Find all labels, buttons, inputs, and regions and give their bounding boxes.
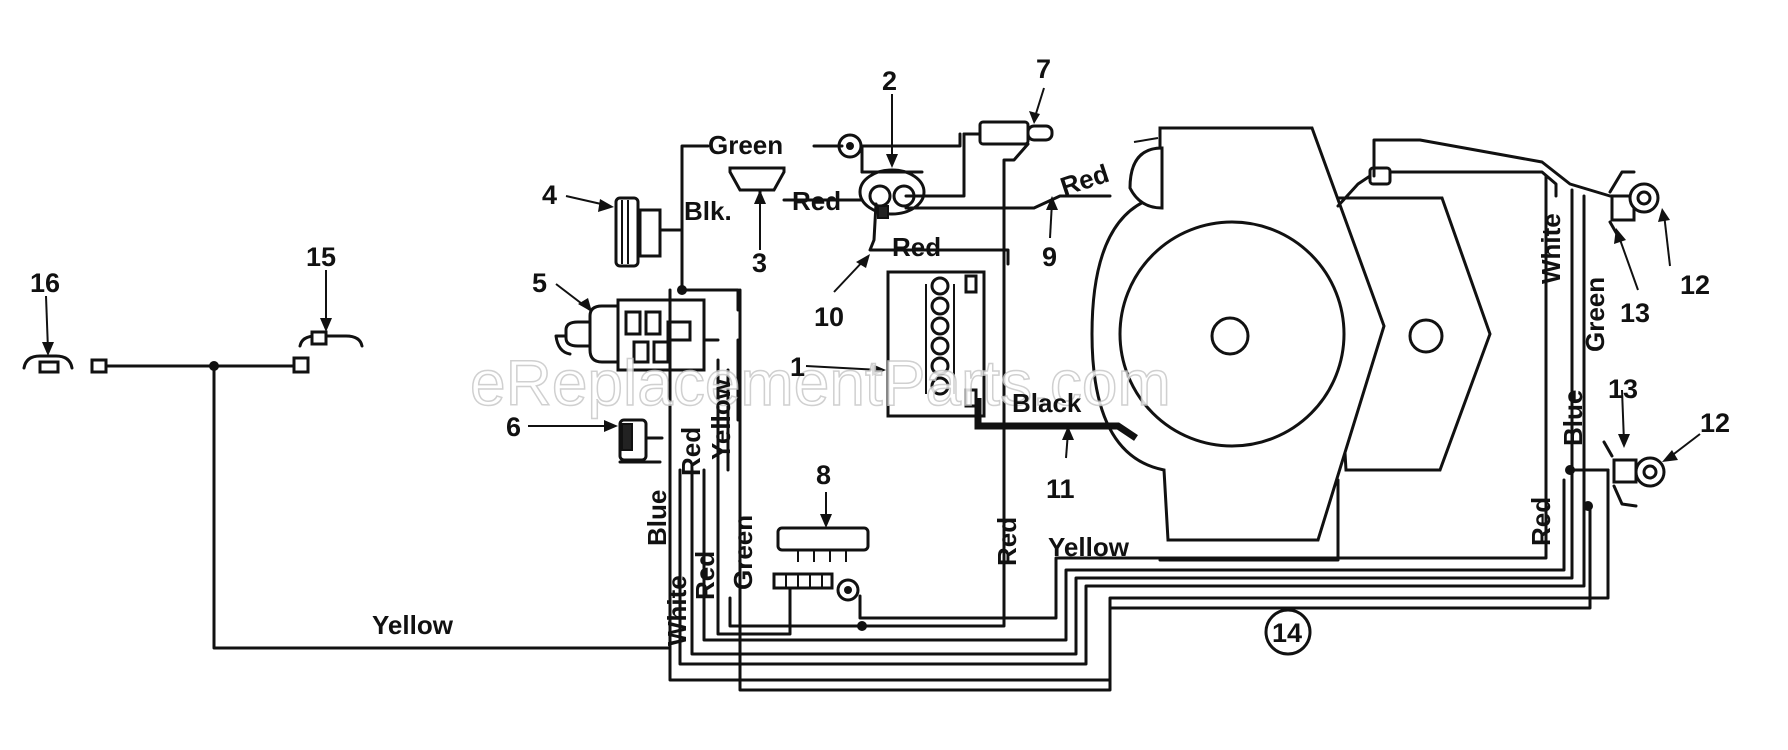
watermark: eReplacementParts.com [470, 347, 1171, 419]
callout-8: 8 [816, 460, 831, 490]
callout-10: 10 [814, 302, 844, 332]
label-white-right: White [1536, 213, 1566, 284]
part-12-headlight-bottom [1602, 440, 1666, 508]
part-8-connector [772, 526, 870, 602]
callout-13-top: 13 [1620, 298, 1650, 328]
callout-11: 11 [1046, 474, 1075, 504]
label-blue-right: Blue [1558, 390, 1588, 446]
callout-5: 5 [532, 268, 547, 298]
label-green-vertical: Green [728, 515, 758, 590]
callout-4: 4 [542, 180, 557, 210]
callout-3: 3 [752, 248, 767, 278]
callout-13-bottom: 13 [1608, 374, 1638, 404]
callout-9: 9 [1042, 242, 1057, 272]
label-black: Black [1012, 388, 1082, 418]
part-16-headlight-plug [22, 354, 74, 374]
callout-numbers: 16 15 4 5 6 3 2 7 10 9 1 8 11 12 13 13 1… [30, 54, 1730, 656]
callout-14-circle [1264, 608, 1312, 656]
wire-harness [668, 132, 1612, 692]
label-yellow-vertical: Yellow [706, 378, 736, 460]
part-2-solenoid [858, 168, 926, 219]
label-green-right: Green [1580, 277, 1610, 352]
label-white-vertical-left: White [662, 575, 692, 646]
callout-arrows [42, 87, 1701, 528]
label-yellow-engine: Yellow [1048, 532, 1130, 562]
label-red-solenoid: Red [792, 186, 841, 216]
wire-labels: Green Red Blk. Red Red Black Yellow Yell… [372, 130, 1610, 646]
label-yellow-left: Yellow [372, 610, 454, 640]
part-4-ammeter [614, 196, 682, 268]
callout-1: 1 [790, 352, 805, 382]
part-1-battery [886, 270, 986, 418]
label-green-top: Green [708, 130, 783, 160]
label-blue-vertical: Blue [642, 490, 672, 546]
label-red-upper: Red [892, 232, 941, 262]
part-5-ignition-switch [554, 298, 720, 372]
part-15-connector [298, 330, 364, 348]
part-3-switch [728, 166, 786, 192]
label-red-right: Red [1526, 497, 1556, 546]
callout-12-top: 12 [1680, 270, 1710, 300]
callout-15: 15 [306, 242, 336, 272]
engine [1090, 126, 1492, 542]
callout-6: 6 [506, 412, 521, 442]
callout-2: 2 [882, 66, 897, 96]
callout-7: 7 [1036, 54, 1051, 84]
callout-12-bottom: 12 [1700, 408, 1730, 438]
part-6-switch [618, 418, 664, 464]
label-blk: Blk. [684, 196, 732, 226]
label-red-vertical-a: Red [676, 427, 706, 476]
part-7-fuse [962, 120, 1054, 146]
callout-14: 14 [1272, 618, 1302, 648]
part-12-headlight-top [1608, 170, 1660, 238]
label-red-vertical-b: Red [690, 551, 720, 600]
callout-16: 16 [30, 268, 60, 298]
label-red-vertical-mid: Red [992, 517, 1022, 566]
